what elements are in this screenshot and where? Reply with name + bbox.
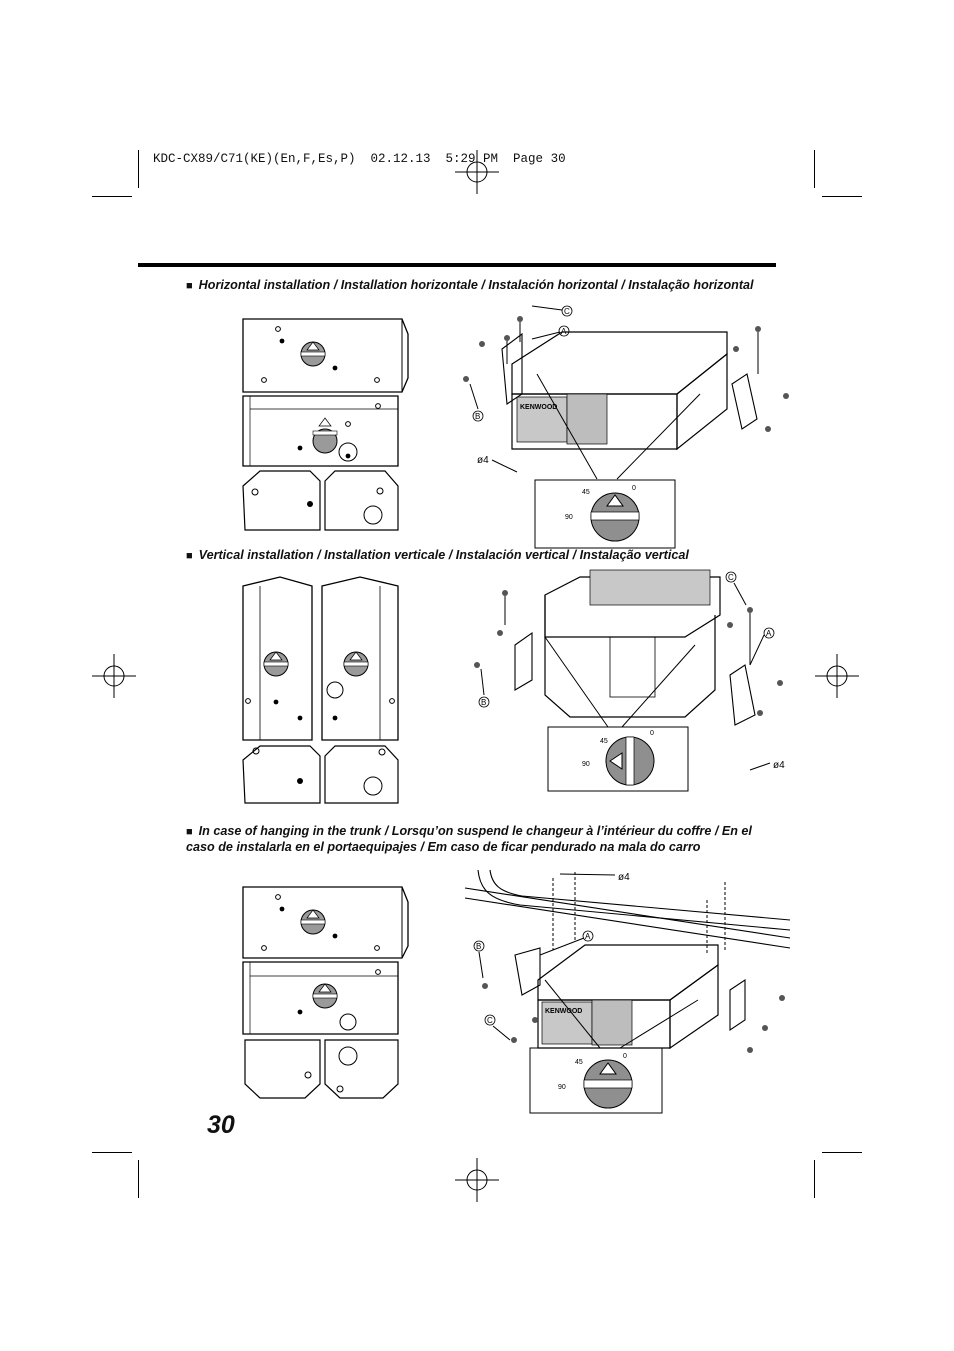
dial-45-vertical: 45 xyxy=(600,738,608,745)
registration-target-top xyxy=(455,150,499,194)
dial-90: 90 xyxy=(565,514,573,521)
hole-label-vertical: ø4 xyxy=(773,760,785,771)
print-slug: KDC-CX89/C71(KE)(En,F,Es,P) 02.12.13 5:2… xyxy=(153,152,566,166)
dial-45-hanging: 45 xyxy=(575,1059,583,1066)
label-c-vertical: C xyxy=(728,573,734,582)
crop-mark-tr-v xyxy=(814,150,815,188)
section-title-vertical: ■Vertical installation / Installation ve… xyxy=(186,548,689,562)
label-a: A xyxy=(561,327,567,336)
brand-label-hanging: KENWOOD xyxy=(545,1008,582,1015)
crop-mark-bl-h xyxy=(92,1152,132,1153)
crop-mark-tl-h xyxy=(92,196,132,197)
registration-target-bottom xyxy=(455,1158,499,1202)
crop-mark-bl-v xyxy=(138,1160,139,1198)
crop-mark-tr-h xyxy=(822,196,862,197)
label-a-hanging: A xyxy=(585,932,591,941)
vertical-install-diagram: C A B ø4 0 45 90 xyxy=(474,569,785,792)
section-title-hanging: ■In case of hanging in the trunk / Lorsq… xyxy=(186,824,752,854)
hanging-install-diagram: ø4 KENWOOD A B C 0 45 90 xyxy=(464,869,791,1114)
hole-label: ø4 xyxy=(477,455,489,466)
dial-0-hanging: 0 xyxy=(623,1053,627,1060)
crop-mark-br-h xyxy=(822,1152,862,1153)
bullet-square-icon: ■ xyxy=(186,550,193,562)
registration-target-left xyxy=(92,654,136,698)
label-b: B xyxy=(475,412,480,421)
bullet-square-icon: ■ xyxy=(186,280,193,292)
label-a-vertical: A xyxy=(766,629,772,638)
dial-90-hanging: 90 xyxy=(558,1084,566,1091)
section-title-horizontal: ■Horizontal installation / Installation … xyxy=(186,278,754,292)
vertical-unit-views xyxy=(242,576,399,804)
brand-label: KENWOOD xyxy=(520,404,557,411)
dial-0: 0 xyxy=(632,485,636,492)
label-c: C xyxy=(564,307,570,316)
crop-mark-br-v xyxy=(814,1160,815,1198)
label-b-vertical: B xyxy=(481,698,486,707)
horizontal-unit-views xyxy=(242,318,409,531)
page-number: 30 xyxy=(207,1111,235,1139)
top-rule xyxy=(138,263,776,267)
bullet-square-icon: ■ xyxy=(186,826,193,838)
hanging-unit-views xyxy=(242,886,409,1099)
label-c-hanging: C xyxy=(487,1016,493,1025)
horizontal-install-diagram: KENWOOD C A B ø4 0 45 90 xyxy=(463,305,789,549)
label-b-hanging: B xyxy=(476,942,481,951)
dial-0-vertical: 0 xyxy=(650,730,654,737)
crop-mark-tl-v xyxy=(138,150,139,188)
hole-label-hanging: ø4 xyxy=(618,872,630,883)
registration-target-right xyxy=(815,654,859,698)
dial-90-vertical: 90 xyxy=(582,761,590,768)
dial-45: 45 xyxy=(582,489,590,496)
